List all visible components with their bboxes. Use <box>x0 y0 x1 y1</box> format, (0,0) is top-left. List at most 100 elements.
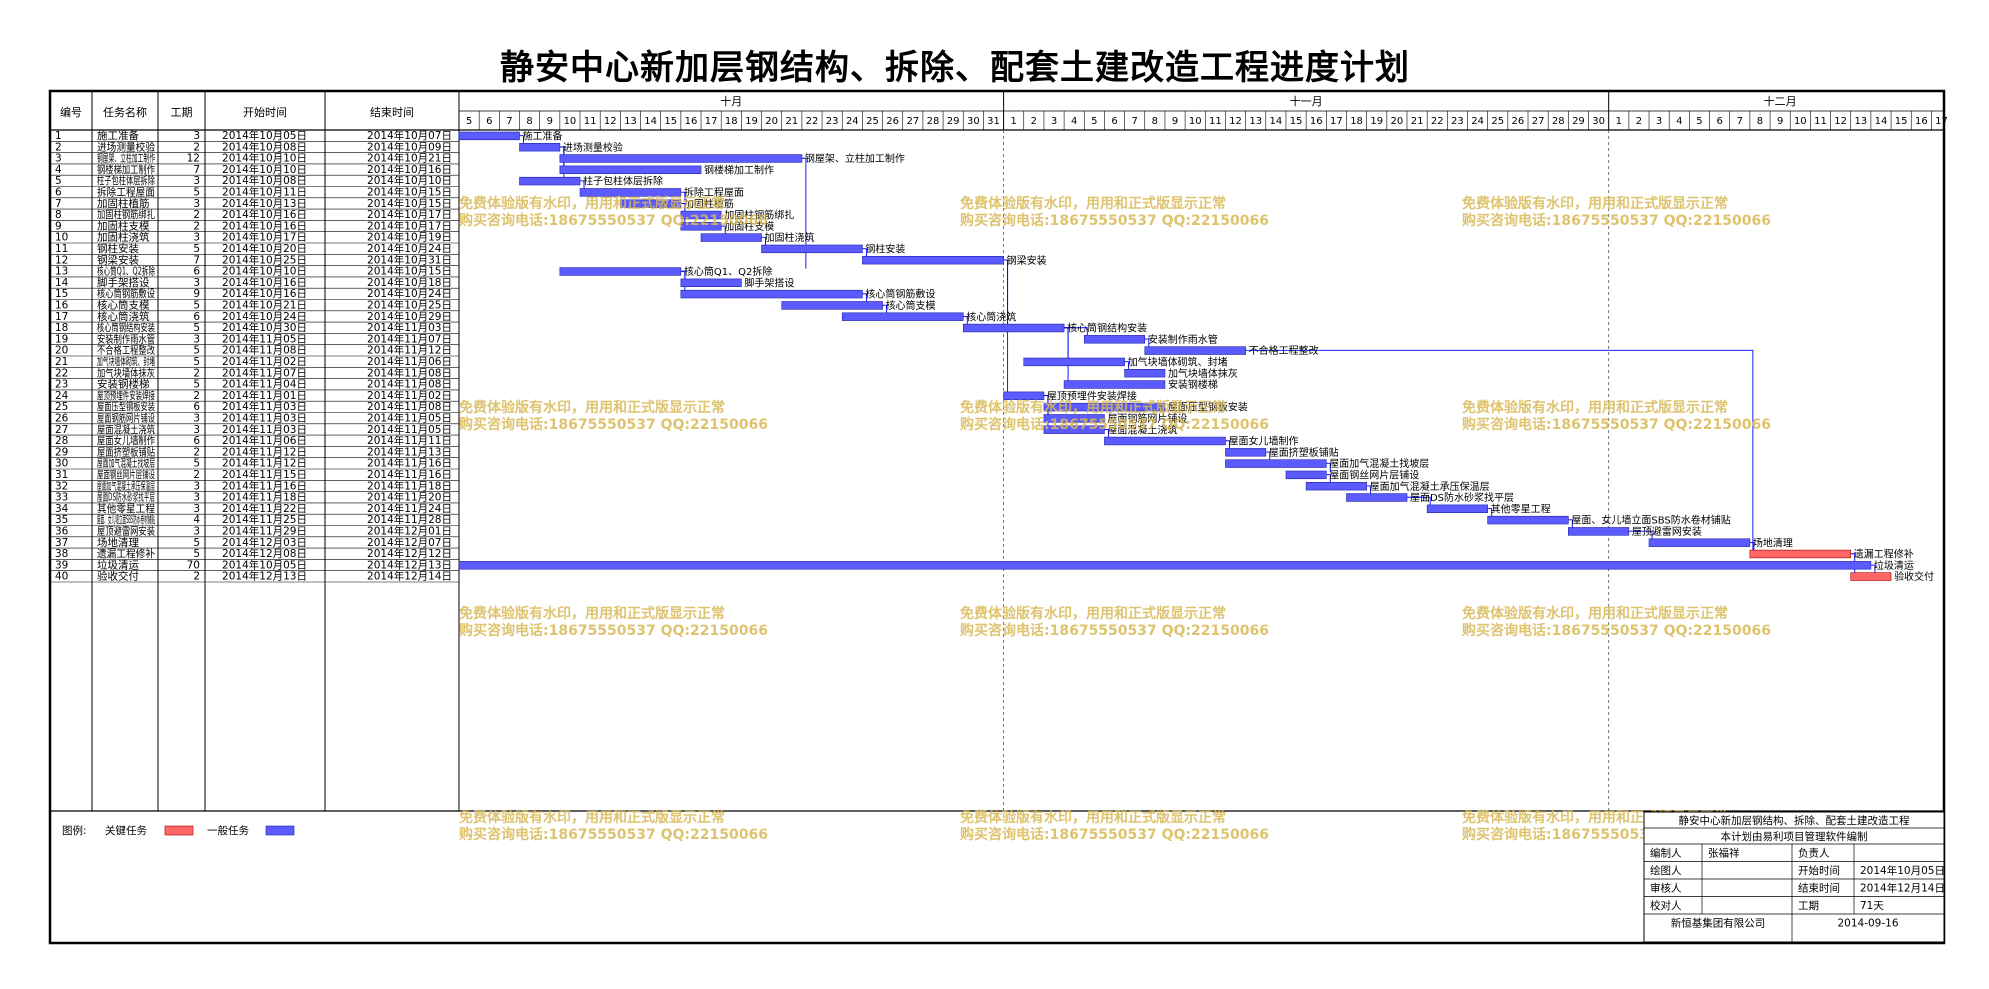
task-name: 加气块墙体抹灰 <box>97 366 155 379</box>
task-duration: 5 <box>193 537 200 549</box>
task-name: 屋面混凝土浇筑 <box>97 423 155 436</box>
task-start: 2014年11月07日 <box>222 366 307 379</box>
task-start: 2014年10月08日 <box>222 174 307 187</box>
month-label: 十二月 <box>1764 94 1797 108</box>
task-start: 2014年11月05日 <box>222 332 307 345</box>
task-end: 2014年11月05日 <box>367 423 452 436</box>
day-tick: 2 <box>1636 116 1642 127</box>
info-software-note: 本计划由易利项目管理软件编制 <box>1721 830 1868 843</box>
day-tick: 1 <box>1616 116 1622 127</box>
task-duration: 3 <box>193 198 200 210</box>
task-end: 2014年10月31日 <box>367 253 452 266</box>
task-start: 2014年11月25日 <box>222 513 307 526</box>
gantt-bar <box>680 210 722 220</box>
task-duration: 2 <box>193 141 200 153</box>
day-tick: 2 <box>1031 116 1037 127</box>
task-id: 6 <box>55 187 62 199</box>
day-tick: 3 <box>1051 116 1057 127</box>
task-id: 25 <box>55 401 68 413</box>
day-tick: 20 <box>1391 116 1404 127</box>
info-cell: 2014年10月05日 <box>1860 864 1945 877</box>
dependency-link <box>1326 474 1331 484</box>
day-tick: 19 <box>745 116 758 127</box>
gantt-bar <box>1225 448 1267 457</box>
bar-label: 核心筒Q1、Q2拆除 <box>684 265 772 278</box>
task-name: 加固柱支模 <box>97 219 150 232</box>
dependency-link <box>1487 508 1493 518</box>
day-tick: 10 <box>1189 116 1202 127</box>
task-id: 17 <box>55 311 68 323</box>
gantt-bar <box>1487 515 1569 525</box>
task-end: 2014年11月08日 <box>367 400 452 413</box>
bar-label: 柱子包柱体层拆除 <box>583 175 663 188</box>
day-tick: 20 <box>765 116 778 127</box>
gantt-bar <box>1346 493 1408 502</box>
task-start: 2014年10月10日 <box>222 152 307 165</box>
day-tick: 17 <box>1935 116 1948 127</box>
task-name: 钢楼梯加工制作 <box>97 163 155 176</box>
day-tick: 14 <box>644 116 657 127</box>
task-id: 10 <box>55 232 68 244</box>
task-name: 屋面挤塑板铺贴 <box>97 445 155 458</box>
task-end: 2014年11月28日 <box>367 513 452 526</box>
task-duration: 3 <box>193 232 200 244</box>
task-start: 2014年12月13日 <box>222 570 307 583</box>
task-name: 其他零星工程 <box>97 502 155 515</box>
day-tick: 30 <box>1592 116 1605 127</box>
task-end: 2014年11月16日 <box>367 457 452 470</box>
watermark-line2: 购买咨询电话:18675550537 QQ:22150066 <box>960 826 1269 843</box>
task-start: 2014年10月16日 <box>222 219 307 232</box>
task-id: 23 <box>55 379 68 391</box>
task-name: 屋面钢丝网片层铺设 <box>97 468 155 481</box>
day-tick: 8 <box>1152 116 1158 127</box>
task-id: 28 <box>55 435 68 447</box>
task-end: 2014年10月29日 <box>367 310 452 323</box>
task-duration: 5 <box>193 379 200 391</box>
watermark-line2: 购买咨询电话:18675550537 QQ:22150066 <box>459 622 768 639</box>
task-duration: 7 <box>193 254 200 266</box>
day-tick: 15 <box>664 116 677 127</box>
task-duration: 6 <box>193 266 200 278</box>
task-id: 36 <box>55 526 69 538</box>
dependency-link <box>1144 338 1150 348</box>
task-start: 2014年10月05日 <box>222 558 307 571</box>
task-end: 2014年10月18日 <box>367 276 452 289</box>
task-start: 2014年10月16日 <box>222 276 307 289</box>
task-id: 37 <box>55 537 68 549</box>
task-id: 35 <box>55 514 68 526</box>
day-tick: 10 <box>1794 116 1807 127</box>
column-header: 结束时间 <box>370 106 414 119</box>
task-end: 2014年11月13日 <box>367 445 452 458</box>
bar-label: 钢柱安装 <box>865 243 905 256</box>
task-name: 加气块墙体砌筑、封堵 <box>97 355 155 368</box>
gantt-bar <box>1083 335 1146 344</box>
task-end: 2014年10月15日 <box>367 186 452 199</box>
day-tick: 24 <box>1471 116 1484 127</box>
task-id: 14 <box>55 277 69 289</box>
task-id: 32 <box>55 480 68 492</box>
task-name: 钢屋架、立柱加工制作 <box>97 152 155 165</box>
task-start: 2014年10月05日 <box>222 129 307 142</box>
gantt-bar <box>620 199 682 208</box>
day-tick: 11 <box>1814 116 1827 127</box>
dependency-link <box>862 293 867 303</box>
task-id: 2 <box>55 141 62 153</box>
task-end: 2014年10月24日 <box>367 287 452 300</box>
watermark-line1: 免费体验版有水印，用用和正式版显示正常 <box>459 809 725 826</box>
day-tick: 22 <box>1431 116 1444 127</box>
day-tick: 9 <box>1172 116 1178 127</box>
info-cell: 编制人 <box>1650 847 1682 860</box>
dependency-link <box>519 135 524 145</box>
task-end: 2014年10月07日 <box>367 129 452 142</box>
bar-label: 不合格工程整改 <box>1249 344 1319 357</box>
dependency-link <box>862 248 867 258</box>
day-tick: 31 <box>987 116 1000 127</box>
bar-label: 加固柱浇筑 <box>765 231 815 244</box>
task-name: 屋面、女儿墙立面SBS防水卷材铺贴 <box>97 513 155 526</box>
day-tick: 9 <box>547 116 553 127</box>
task-name: 屋面加气混凝土找坡层 <box>97 457 155 470</box>
day-tick: 25 <box>1491 116 1504 127</box>
day-tick: 29 <box>1572 116 1585 127</box>
day-tick: 18 <box>1350 116 1363 127</box>
gantt-bar <box>962 323 1065 333</box>
